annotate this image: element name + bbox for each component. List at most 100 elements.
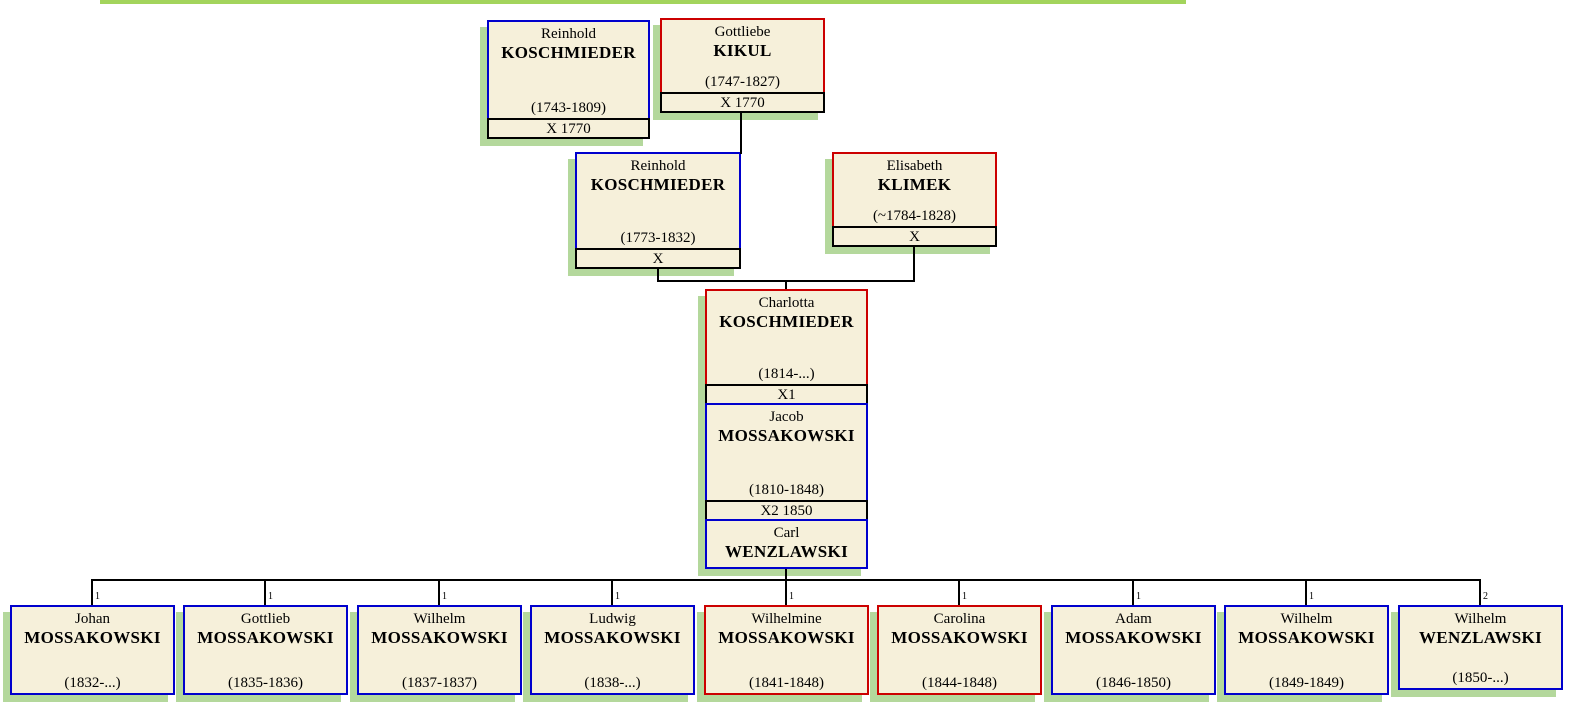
person-first-name: Charlotta bbox=[758, 295, 815, 311]
person-box-adam-mossakowski[interactable]: Adam MOSSAKOWSKI (1846-1850) bbox=[1051, 605, 1216, 695]
connector-child-drop-8 bbox=[1305, 579, 1307, 605]
person-box-carolina-mossakowski[interactable]: Carolina MOSSAKOWSKI (1844-1848) bbox=[877, 605, 1042, 695]
person-dates: (1846-1850) bbox=[1096, 675, 1171, 691]
person-surname: WENZLAWSKI bbox=[725, 542, 848, 561]
connector-child-drop-6 bbox=[958, 579, 960, 605]
connector-gen1-to-gen2 bbox=[740, 113, 742, 154]
person-name: Jacob MOSSAKOWSKI bbox=[708, 408, 865, 446]
person-first-name: Jacob bbox=[769, 409, 804, 425]
marriage-order-number: 1 bbox=[95, 591, 100, 602]
person-first-name: Carl bbox=[773, 525, 800, 541]
person-dates: (1838-...) bbox=[584, 675, 641, 691]
person-name: Wilhelm MOSSAKOWSKI bbox=[360, 610, 519, 648]
marriage-box-koschmieder-klimek[interactable]: X bbox=[575, 248, 741, 269]
connector-stack-to-children bbox=[785, 569, 787, 581]
person-name: Adam MOSSAKOWSKI bbox=[1054, 610, 1213, 648]
person-surname: MOSSAKOWSKI bbox=[197, 628, 334, 647]
person-first-name: Gottlieb bbox=[240, 611, 291, 627]
marriage-order-number: 1 bbox=[789, 591, 794, 602]
person-surname: KOSCHMIEDER bbox=[501, 43, 636, 62]
person-dates: (1841-1848) bbox=[749, 675, 824, 691]
person-first-name: Gottliebe bbox=[714, 24, 771, 40]
person-box-johan-mossakowski[interactable]: Johan MOSSAKOWSKI (1832-...) bbox=[10, 605, 175, 695]
person-name: Gottliebe KIKUL bbox=[663, 23, 822, 61]
person-name: Ludwig MOSSAKOWSKI bbox=[533, 610, 692, 648]
person-first-name: Elisabeth bbox=[886, 158, 943, 174]
top-highlight-bar bbox=[100, 0, 1186, 4]
person-first-name: Reinhold bbox=[541, 26, 596, 42]
person-surname: KIKUL bbox=[713, 41, 772, 60]
person-box-reinhold-koschmieder-1773[interactable]: Reinhold KOSCHMIEDER (1773-1832) bbox=[575, 152, 741, 250]
person-dates: (1832-...) bbox=[64, 675, 121, 691]
person-box-jacob-mossakowski[interactable]: Jacob MOSSAKOWSKI (1810-1848) bbox=[705, 403, 868, 502]
person-first-name: Carolina bbox=[933, 611, 986, 627]
person-surname: MOSSAKOWSKI bbox=[891, 628, 1028, 647]
marriage-order-number: 1 bbox=[268, 591, 273, 602]
person-name: Reinhold KOSCHMIEDER bbox=[578, 157, 738, 195]
person-dates: (1849-1849) bbox=[1269, 675, 1344, 691]
person-first-name: Ludwig bbox=[589, 611, 636, 627]
person-name: Wilhelm WENZLAWSKI bbox=[1401, 610, 1560, 648]
marriage-box-klimek-koschmieder[interactable]: X bbox=[832, 226, 997, 247]
person-name: Gottlieb MOSSAKOWSKI bbox=[186, 610, 345, 648]
person-dates: (1773-1832) bbox=[620, 230, 696, 246]
person-box-carl-wenzlawski[interactable]: Carl WENZLAWSKI bbox=[705, 519, 868, 569]
marriage-order-number: 2 bbox=[1483, 591, 1488, 602]
connector-child-drop-3 bbox=[438, 579, 440, 605]
person-surname: KLIMEK bbox=[877, 175, 952, 194]
person-first-name: Adam bbox=[1115, 611, 1152, 627]
person-surname: KOSCHMIEDER bbox=[590, 175, 726, 194]
person-first-name: Wilhelmine bbox=[751, 611, 822, 627]
marriage-box-first-marriage[interactable]: X1 bbox=[705, 384, 868, 405]
connector-child-drop-2 bbox=[264, 579, 266, 605]
person-dates: (1835-1836) bbox=[228, 675, 303, 691]
person-surname: MOSSAKOWSKI bbox=[718, 628, 855, 647]
connector-child-drop-9 bbox=[1479, 579, 1481, 605]
person-box-charlotta-koschmieder[interactable]: Charlotta KOSCHMIEDER (1814-...) bbox=[705, 289, 868, 386]
person-name: Reinhold KOSCHMIEDER bbox=[490, 25, 647, 63]
person-name: Wilhelm MOSSAKOWSKI bbox=[1227, 610, 1386, 648]
person-box-wilhelm-mossakowski-1837[interactable]: Wilhelm MOSSAKOWSKI (1837-1837) bbox=[357, 605, 522, 695]
person-name: Johan MOSSAKOWSKI bbox=[13, 610, 172, 648]
person-dates: (1747-1827) bbox=[705, 74, 780, 90]
connector-child-drop-5 bbox=[785, 579, 787, 605]
person-name: Charlotta KOSCHMIEDER bbox=[708, 294, 865, 332]
person-surname: KOSCHMIEDER bbox=[719, 312, 854, 331]
person-box-ludwig-mossakowski[interactable]: Ludwig MOSSAKOWSKI (1838-...) bbox=[530, 605, 695, 695]
person-dates: (1743-1809) bbox=[531, 100, 606, 116]
person-first-name: Wilhelm bbox=[413, 611, 466, 627]
marriage-order-number: 1 bbox=[442, 591, 447, 602]
marriage-box-kikul-koschmieder[interactable]: X 1770 bbox=[660, 92, 825, 113]
connector-child-drop-4 bbox=[611, 579, 613, 605]
connector-father-drop bbox=[657, 269, 659, 282]
person-surname: MOSSAKOWSKI bbox=[718, 426, 855, 445]
person-surname: MOSSAKOWSKI bbox=[1065, 628, 1202, 647]
person-box-wilhelm-wenzlawski[interactable]: Wilhelm WENZLAWSKI (1850-...) bbox=[1398, 605, 1563, 690]
person-surname: MOSSAKOWSKI bbox=[24, 628, 161, 647]
person-box-elisabeth-klimek[interactable]: Elisabeth KLIMEK (~1784-1828) bbox=[832, 152, 997, 228]
person-name: Carl WENZLAWSKI bbox=[708, 524, 865, 562]
person-dates: (1814-...) bbox=[758, 366, 815, 382]
marriage-box-second-marriage[interactable]: X2 1850 bbox=[705, 500, 868, 521]
person-first-name: Wilhelm bbox=[1280, 611, 1333, 627]
person-name: Elisabeth KLIMEK bbox=[835, 157, 994, 195]
person-dates: (~1784-1828) bbox=[872, 208, 957, 224]
person-dates: (1850-...) bbox=[1452, 670, 1509, 686]
person-box-gottlieb-mossakowski[interactable]: Gottlieb MOSSAKOWSKI (1835-1836) bbox=[183, 605, 348, 695]
person-name: Wilhelmine MOSSAKOWSKI bbox=[707, 610, 866, 648]
person-surname: MOSSAKOWSKI bbox=[1238, 628, 1375, 647]
connector-child-drop-7 bbox=[1132, 579, 1134, 605]
person-surname: MOSSAKOWSKI bbox=[371, 628, 508, 647]
marriage-box-koschmieder-kikul[interactable]: X 1770 bbox=[487, 118, 650, 139]
person-first-name: Johan bbox=[75, 611, 110, 627]
connector-to-charlotta bbox=[785, 280, 787, 289]
person-dates: (1837-1837) bbox=[402, 675, 477, 691]
connector-child-drop-1 bbox=[91, 579, 93, 605]
person-box-wilhelmine-mossakowski[interactable]: Wilhelmine MOSSAKOWSKI (1841-1848) bbox=[704, 605, 869, 695]
person-box-wilhelm-mossakowski-1849[interactable]: Wilhelm MOSSAKOWSKI (1849-1849) bbox=[1224, 605, 1389, 695]
person-first-name: Wilhelm bbox=[1454, 611, 1507, 627]
person-box-gottliebe-kikul[interactable]: Gottliebe KIKUL (1747-1827) bbox=[660, 18, 825, 94]
person-surname: MOSSAKOWSKI bbox=[544, 628, 681, 647]
connector-mother-drop bbox=[913, 247, 915, 282]
person-box-reinhold-koschmieder-1743[interactable]: Reinhold KOSCHMIEDER (1743-1809) bbox=[487, 20, 650, 120]
